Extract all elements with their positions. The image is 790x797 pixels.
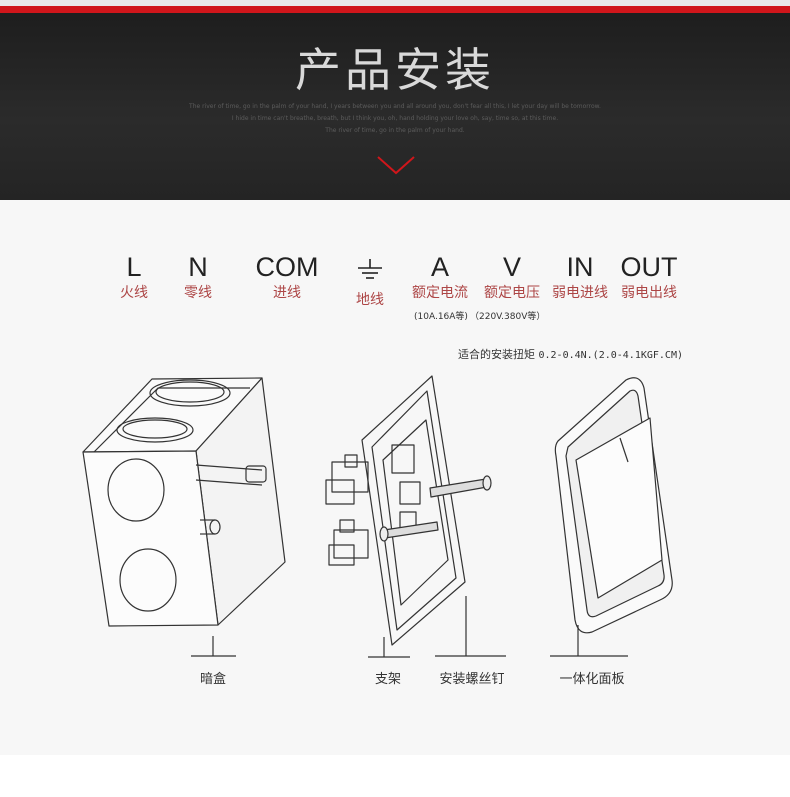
part-caption-bracket: 支架	[374, 672, 401, 687]
junction-box-drawing	[82, 377, 286, 657]
terminal-symbol: N	[188, 252, 208, 282]
part-caption-junction-box: 暗盒	[199, 672, 226, 687]
terminal-in: IN 弱电进线	[545, 251, 615, 303]
terminal-label: 地线	[356, 292, 384, 308]
terminal-com: COM 进线	[247, 251, 327, 303]
terminal-n: N 零线	[168, 251, 228, 303]
torque-note: 适合的安装扭矩 0.2-0.4N.(2.0-4.1KGF.CM)	[458, 346, 683, 362]
terminal-ground: 地线	[340, 251, 400, 310]
subtitle-line-2: I hide in time can't breathe, breath, bu…	[231, 115, 559, 122]
switch-panel-drawing	[550, 377, 673, 657]
terminal-symbol: IN	[566, 252, 594, 282]
chevron-down-icon	[377, 156, 415, 175]
terminal-label: 进线	[273, 285, 301, 301]
terminal-symbol: L	[126, 252, 142, 282]
accent-line	[0, 6, 790, 13]
page-title: 产品安装	[295, 43, 495, 97]
subtitle-line-1: The river of time, go in the palm of you…	[189, 103, 601, 110]
terminal-label: 额定电流	[412, 285, 468, 301]
terminal-label: 火线	[120, 285, 148, 301]
header-banner: 产品安装 The river of time, go in the palm o…	[0, 0, 790, 200]
voltage-note: （220V.380V等）	[470, 312, 546, 322]
bracket-drawing	[325, 375, 466, 658]
part-caption-panel: 一体化面板	[559, 672, 625, 687]
footer-space	[0, 755, 790, 797]
terminal-out: OUT 弱电出线	[614, 251, 684, 303]
torque-label: 适合的安装扭矩	[458, 348, 535, 361]
terminal-a: A 额定电流	[405, 251, 475, 303]
top-strip	[0, 0, 790, 6]
terminal-symbol: A	[430, 252, 449, 282]
part-caption-screw: 安装螺丝钉	[439, 672, 505, 687]
terminal-label: 零线	[184, 285, 212, 301]
current-note: (10A.16A等)	[414, 312, 468, 322]
torque-value: 0.2-0.4N.(2.0-4.1KGF.CM)	[538, 350, 684, 361]
screw-drawing	[379, 475, 506, 657]
terminal-label: 弱电进线	[552, 285, 608, 301]
terminal-l: L 火线	[104, 251, 164, 303]
terminal-label: 弱电出线	[621, 285, 677, 301]
terminal-label: 额定电压	[484, 285, 540, 301]
subtitle-line-3: The river of time, go in the palm of you…	[325, 127, 465, 134]
terminal-symbol: V	[502, 252, 521, 282]
terminal-v: V 额定电压	[477, 251, 547, 303]
terminal-symbol: COM	[255, 252, 319, 282]
terminal-symbol: OUT	[620, 252, 678, 282]
ground-icon	[340, 251, 400, 290]
